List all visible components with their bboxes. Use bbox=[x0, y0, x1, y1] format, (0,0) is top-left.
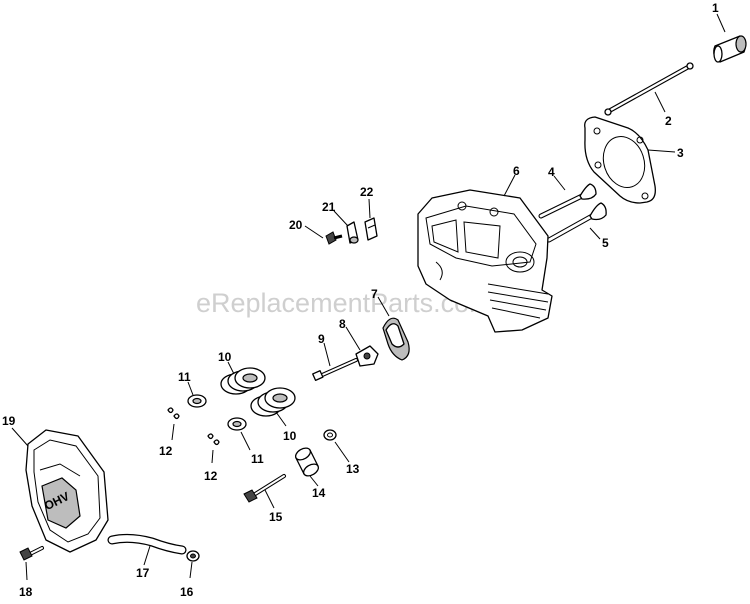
part-21-breather-fitting bbox=[346, 221, 359, 244]
part-17-breather-hose bbox=[107, 533, 187, 555]
part-22-plug bbox=[364, 217, 378, 241]
callout-13: 13 bbox=[346, 462, 360, 476]
callout-12-lower: 12 bbox=[204, 469, 218, 483]
part-3-head-gasket bbox=[584, 116, 656, 204]
callout-3: 3 bbox=[677, 146, 684, 160]
part-16-clamp bbox=[186, 550, 200, 562]
part-7-rocker-arm bbox=[382, 317, 410, 361]
part-11-retainer-lower bbox=[227, 417, 247, 431]
part-15-bolt bbox=[243, 474, 286, 503]
part-19-valve-cover: OHV bbox=[25, 429, 109, 553]
part-6-cylinder-head bbox=[417, 189, 553, 333]
callout-19: 19 bbox=[2, 414, 16, 428]
callout-numbers: 1 2 3 4 5 6 7 8 9 10 10 11 11 12 12 13 1… bbox=[2, 1, 719, 599]
callout-15: 15 bbox=[269, 510, 283, 524]
callout-21: 21 bbox=[322, 200, 336, 214]
callout-10-lower: 10 bbox=[283, 429, 297, 443]
part-10-spring-lower bbox=[250, 387, 296, 417]
part-20-screw bbox=[325, 231, 343, 245]
part-4-valve bbox=[538, 183, 597, 219]
part-11-retainer-upper bbox=[187, 394, 207, 408]
part-2-push-rod bbox=[604, 62, 694, 116]
callout-12-upper: 12 bbox=[159, 444, 173, 458]
callout-7: 7 bbox=[371, 287, 378, 301]
callout-20: 20 bbox=[289, 218, 303, 232]
callout-18: 18 bbox=[19, 585, 33, 599]
part-13-washer bbox=[323, 429, 337, 441]
callout-6: 6 bbox=[513, 164, 520, 178]
callout-17: 17 bbox=[136, 566, 150, 580]
leader-lines bbox=[11, 13, 726, 581]
part-12-keepers-lower bbox=[207, 433, 220, 446]
part-9-stud bbox=[312, 358, 358, 382]
part-14-sleeve bbox=[294, 447, 320, 477]
callout-14: 14 bbox=[312, 486, 326, 500]
callout-11-upper: 11 bbox=[178, 370, 191, 384]
callout-4: 4 bbox=[548, 165, 555, 179]
part-12-keepers-upper bbox=[167, 407, 180, 420]
part-5-valve bbox=[546, 202, 607, 243]
callout-22: 22 bbox=[360, 185, 374, 199]
callout-11-lower: 11 bbox=[251, 452, 264, 466]
callout-2: 2 bbox=[665, 114, 672, 128]
part-8-rocker-pivot bbox=[355, 345, 379, 367]
callout-16: 16 bbox=[180, 585, 194, 599]
callout-8: 8 bbox=[339, 317, 346, 331]
callout-5: 5 bbox=[602, 236, 609, 250]
callout-1: 1 bbox=[712, 1, 719, 15]
part-18-cover-bolt bbox=[19, 546, 44, 561]
part-1-tube bbox=[713, 35, 747, 63]
part-10-spring-upper bbox=[220, 367, 266, 395]
callout-10-upper: 10 bbox=[218, 350, 232, 364]
callout-9: 9 bbox=[318, 332, 325, 346]
